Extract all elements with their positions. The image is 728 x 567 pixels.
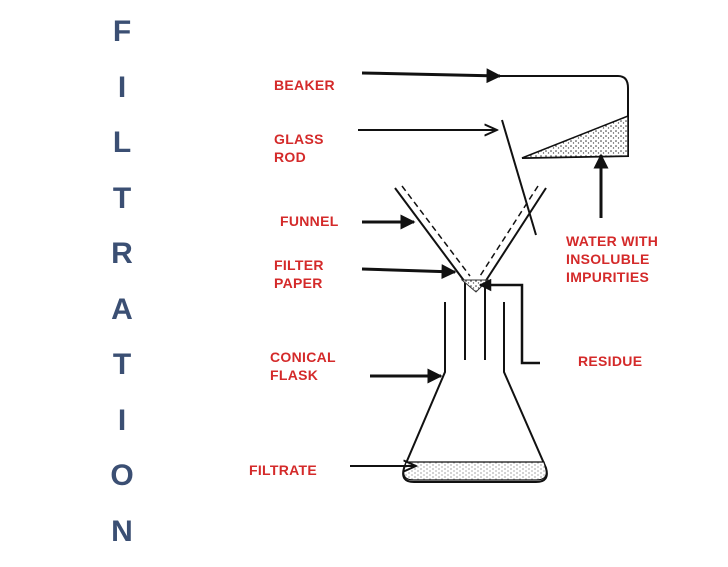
beaker-label: BEAKER [274,76,335,94]
conical-flask [403,302,547,482]
filter-paper-label: FILTER PAPER [274,256,324,292]
funnel-label: FUNNEL [280,212,339,230]
glass-rod-label: GLASS ROD [274,130,324,166]
filtrate-label: FILTRATE [249,461,317,479]
conical-flask-label: CONICAL FLASK [270,348,336,384]
residue-arrow [480,285,540,363]
water-label: WATER WITH INSOLUBLE IMPURITIES [566,232,658,286]
beaker [494,76,628,158]
residue-label: RESIDUE [578,352,642,370]
glass-rod [502,120,536,235]
filtration-diagram: F I L T R A T I O N [0,0,728,546]
filter-paper-arrow [362,269,455,272]
funnel [395,186,546,360]
beaker-arrow [362,73,500,76]
